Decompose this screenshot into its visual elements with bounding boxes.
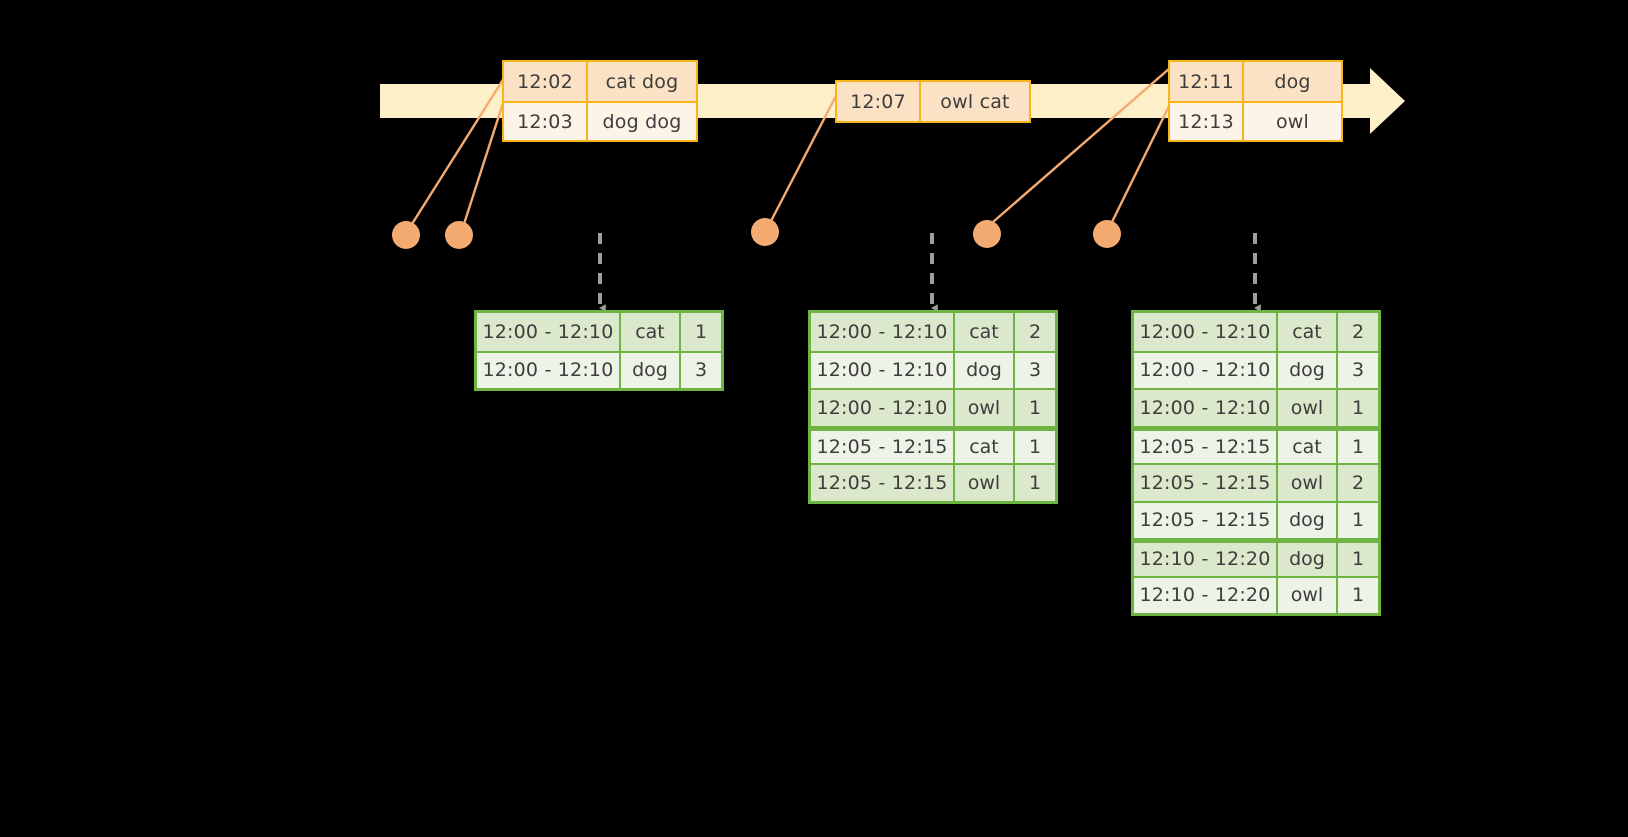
event-words: owl — [1275, 110, 1310, 133]
window-cell: 12:00 - 12:10 — [477, 352, 621, 388]
word-cell: dog — [621, 352, 681, 388]
event-row[interactable]: 12:13 owl — [1170, 101, 1341, 140]
flow-arrows — [598, 233, 1261, 312]
word-cell: owl — [1278, 465, 1338, 501]
word-cell: dog — [1278, 352, 1338, 388]
event-group-group-b[interactable]: 12:07 owl cat — [835, 80, 1031, 123]
count-cell: 1 — [1351, 548, 1365, 571]
event-time: 12:11 — [1170, 62, 1244, 101]
event-row[interactable]: 12:11 dog — [1170, 62, 1341, 101]
stream-arrowhead — [1370, 68, 1405, 134]
event-words: dog dog — [602, 110, 682, 133]
count-cell: 1 — [1351, 584, 1365, 607]
count-cell: 3 — [1028, 359, 1042, 382]
event-dot-1202 — [392, 221, 420, 249]
window-cell: 12:05 - 12:15 — [1134, 502, 1278, 538]
event-words: cat dog — [605, 70, 679, 93]
window-cell: 12:05 - 12:15 — [811, 465, 955, 501]
window-cell: 12:00 - 12:10 — [811, 313, 955, 351]
word-cell: dog — [1278, 502, 1338, 538]
count-cell: 1 — [1028, 435, 1042, 458]
word-cell: owl — [1278, 577, 1338, 613]
event-dot-1203 — [445, 221, 473, 249]
word-cell: cat — [1278, 430, 1338, 463]
event-dots — [392, 218, 1121, 249]
event-words: owl cat — [940, 90, 1010, 113]
word-cell: owl — [1278, 390, 1338, 426]
event-row[interactable]: 12:07 owl cat — [837, 82, 1029, 121]
connector-1207 — [769, 91, 840, 222]
count-cell: 1 — [1351, 509, 1365, 532]
word-cell: dog — [1278, 543, 1338, 576]
word-cell: cat — [955, 313, 1015, 351]
count-cell: 3 — [694, 359, 708, 382]
count-cell: 3 — [1351, 359, 1365, 382]
connector-1213 — [1110, 99, 1174, 223]
count-cell: 1 — [1028, 471, 1042, 494]
connector-1203 — [462, 99, 506, 225]
count-cell: 1 — [1351, 396, 1365, 419]
window-cell: 12:05 - 12:15 — [811, 430, 955, 463]
event-row[interactable]: 12:02 cat dog — [504, 62, 696, 101]
event-words: dog — [1274, 70, 1311, 93]
event-time: 12:07 — [837, 82, 921, 121]
window-cell: 12:00 - 12:10 — [477, 313, 621, 351]
word-cell: cat — [1278, 313, 1338, 351]
word-cell: owl — [955, 390, 1015, 426]
window-cell: 12:00 - 12:10 — [1134, 352, 1278, 388]
window-cell: 12:10 - 12:20 — [1134, 577, 1278, 613]
event-group-group-a[interactable]: 12:02 cat dog 12:03 dog dog — [502, 60, 698, 142]
event-dot-1213 — [1093, 220, 1121, 248]
count-cell: 2 — [1028, 320, 1042, 343]
count-cell: 1 — [694, 320, 708, 343]
window-cell: 12:00 - 12:10 — [1134, 390, 1278, 426]
event-time: 12:02 — [504, 62, 588, 101]
window-cell: 12:00 - 12:10 — [811, 390, 955, 426]
count-cell: 2 — [1351, 471, 1365, 494]
count-cell: 1 — [1351, 435, 1365, 458]
event-row[interactable]: 12:03 dog dog — [504, 101, 696, 140]
event-time: 12:03 — [504, 103, 588, 140]
word-cell: dog — [955, 352, 1015, 388]
word-cell: cat — [621, 313, 681, 351]
event-dot-1211 — [973, 220, 1001, 248]
window-cell: 12:00 - 12:10 — [1134, 313, 1278, 351]
connector-1202 — [410, 77, 506, 225]
window-cell: 12:05 - 12:15 — [1134, 465, 1278, 501]
window-cell: 12:00 - 12:10 — [811, 352, 955, 388]
event-group-group-c[interactable]: 12:11 dog 12:13 owl — [1168, 60, 1343, 142]
window-cell: 12:10 - 12:20 — [1134, 543, 1278, 576]
count-cell: 1 — [1028, 396, 1042, 419]
count-cell: 2 — [1351, 320, 1365, 343]
word-cell: cat — [955, 430, 1015, 463]
event-dot-1207 — [751, 218, 779, 246]
event-time: 12:13 — [1170, 103, 1244, 140]
word-cell: owl — [955, 465, 1015, 501]
window-cell: 12:05 - 12:15 — [1134, 430, 1278, 463]
